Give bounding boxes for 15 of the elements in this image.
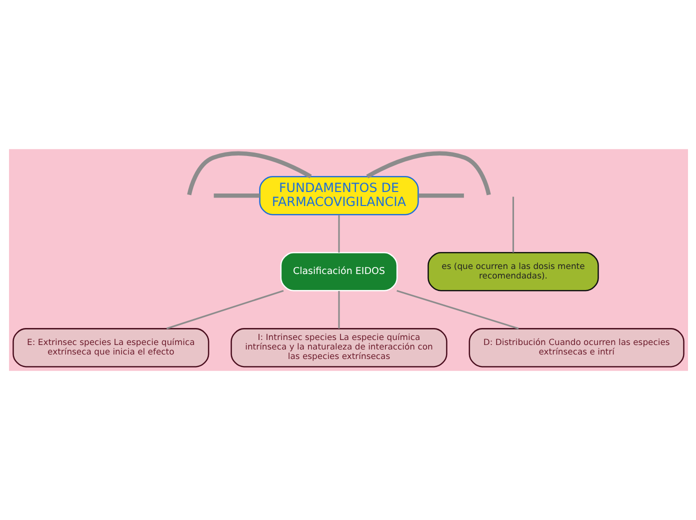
connector [338,214,340,253]
node-box: es (que ocurren a las dosis mente recomendadas). [427,252,598,292]
node-box: Clasificación EIDOS [280,252,398,292]
connector [512,196,514,252]
connector [338,290,340,329]
node-box: E: Extrinsec species La especie química extrínseca que inicia el efecto [12,328,209,368]
connector [186,151,312,196]
connector [166,290,284,330]
connector [366,151,490,196]
connector [418,194,464,198]
node-box: I: Intrinsec species La especie química intrínseca y la naturaleza de interacción con las especies extrínsecas [230,328,447,368]
node-box: FUNDAMENTOS DE FARMACOVIGILANCIA [258,176,418,216]
node-box: D: Distribución Cuando ocurren las especies extrínsecas e intrí [468,328,684,368]
connector [396,290,518,330]
connector [213,194,260,198]
